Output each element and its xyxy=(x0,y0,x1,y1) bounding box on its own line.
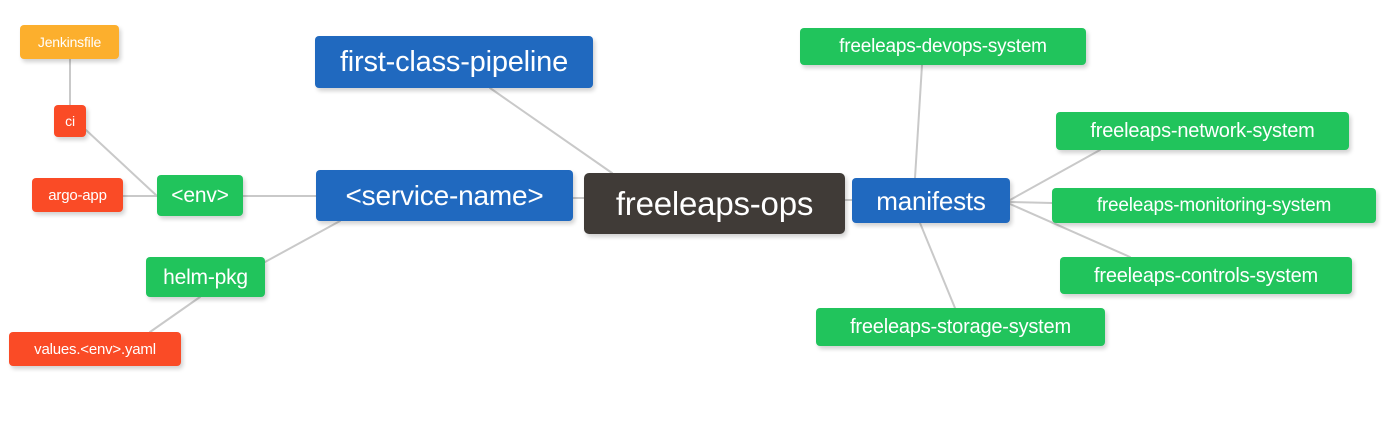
node-manifests[interactable]: manifests xyxy=(852,178,1010,223)
node-label: freeleaps-monitoring-system xyxy=(1096,195,1332,216)
node-freeleaps-controls-system[interactable]: freeleaps-controls-system xyxy=(1060,257,1352,294)
edge-manifests-to-freeleaps-monitoring-system xyxy=(1009,201,1053,204)
node-freeleaps-storage-system[interactable]: freeleaps-storage-system xyxy=(816,308,1105,346)
node-label: argo-app xyxy=(48,186,107,204)
node-helm-pkg[interactable]: helm-pkg xyxy=(146,257,265,297)
node-label: freeleaps-controls-system xyxy=(1094,264,1318,287)
edge-first-class-pipeline-to-freeleaps-ops xyxy=(489,87,613,174)
edge-helm-pkg-to-service-name xyxy=(264,220,341,263)
node-freeleaps-monitoring-system[interactable]: freeleaps-monitoring-system xyxy=(1052,188,1376,223)
node-service-name[interactable]: <service-name> xyxy=(316,170,573,221)
node-label: manifests xyxy=(876,185,986,216)
node-label: values.<env>.yaml xyxy=(34,340,156,358)
node-label: freeleaps-ops xyxy=(615,185,814,222)
node-ci[interactable]: ci xyxy=(54,105,86,137)
node-label: helm-pkg xyxy=(163,265,248,289)
node-freeleaps-devops-system[interactable]: freeleaps-devops-system xyxy=(800,28,1086,65)
node-label: freeleaps-storage-system xyxy=(850,316,1071,338)
node-first-class-pipeline[interactable]: first-class-pipeline xyxy=(315,36,593,88)
node-label: <env> xyxy=(171,184,229,207)
edge-values-yaml-to-helm-pkg xyxy=(149,296,201,333)
node-label: ci xyxy=(65,113,75,129)
node-jenkinsfile[interactable]: Jenkinsfile xyxy=(20,25,119,59)
node-argo-app[interactable]: argo-app xyxy=(32,178,123,212)
node-label: freeleaps-devops-system xyxy=(839,36,1047,57)
node-label: first-class-pipeline xyxy=(339,45,569,78)
edge-manifests-to-freeleaps-storage-system xyxy=(919,222,956,309)
edge-manifests-to-freeleaps-devops-system xyxy=(914,64,923,179)
node-freeleaps-network-system[interactable]: freeleaps-network-system xyxy=(1056,112,1349,150)
node-env[interactable]: <env> xyxy=(157,175,243,216)
node-values-yaml[interactable]: values.<env>.yaml xyxy=(9,332,181,366)
node-label: Jenkinsfile xyxy=(37,34,102,50)
node-label: freeleaps-network-system xyxy=(1090,120,1315,142)
node-label: <service-name> xyxy=(345,179,544,211)
node-freeleaps-ops[interactable]: freeleaps-ops xyxy=(584,173,845,234)
